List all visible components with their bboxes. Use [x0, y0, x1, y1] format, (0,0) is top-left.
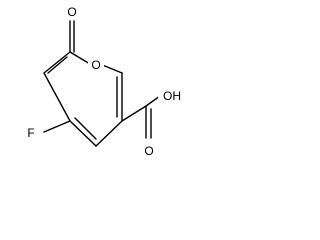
bond-c5-c4-double-inner: [74, 117, 97, 140]
carboxyl-oxygen-label: O: [144, 144, 153, 158]
bond-c-fluorine: [43, 120, 71, 133]
bond-c4-c5: [69, 120, 97, 147]
bond-ring-carboxyl: [121, 105, 147, 122]
bond-c6-c5-double-outer: [43, 51, 71, 74]
fluorine-label: F: [27, 126, 34, 140]
bond-c6-c5-double-inner: [47, 56, 68, 74]
chemical-structure: O O F OH O: [22, 4, 184, 158]
carbonyl-oxygen-label: O: [67, 5, 76, 19]
bond-c6-ring-oxygen: [69, 51, 91, 65]
bond-c5-c6-ring: [43, 72, 71, 122]
hydroxyl-label: OH: [163, 89, 181, 103]
bond-carboxyl-hydroxyl: [145, 95, 161, 107]
ring-oxygen-label: O: [91, 58, 100, 72]
bond-c3-c4: [95, 120, 123, 147]
